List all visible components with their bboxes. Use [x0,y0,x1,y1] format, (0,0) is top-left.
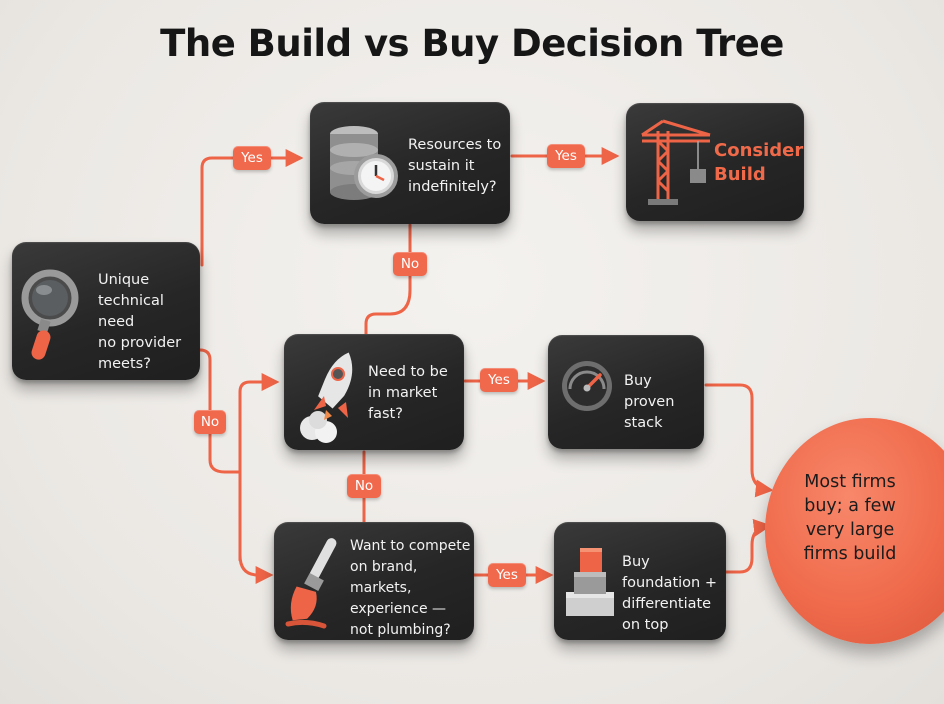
node-resources-text: Resources to sustain it indefinitely? [408,137,502,195]
page-title: The Build vs Buy Decision Tree [160,22,784,65]
node-consider-build-text: Consider Build [714,140,804,185]
node-compete-brand-text: Want to compete on brand, markets, exper… [350,538,471,638]
node-unique-need: Unique technical need no provider meets? [12,242,200,380]
edge-branch-to-compete [238,553,274,584]
node-market-fast: Need to be in market fast? [284,334,464,450]
edge-label-market-no: No [347,474,381,498]
edge-resources-to-market [364,223,412,338]
edge-unique-to-resources [200,149,304,267]
outcome-text: Most firms buy; a few very large firms b… [803,472,897,564]
node-buy-proven: Buy proven stack [548,335,704,449]
edge-label-resources-no: No [393,252,427,276]
stacked-blocks-icon [562,544,618,624]
rocket-icon [290,344,364,444]
edge-proven-to-outcome [704,383,774,498]
construction-crane-icon [638,117,714,209]
paintbrush-icon [280,532,352,632]
node-buy-foundation: Buy foundation + differentiate on top [554,522,726,640]
node-unique-need-text: Unique technical need no provider meets? [98,272,182,372]
edge-label-resources-yes: Yes [547,144,585,168]
speedometer-icon [560,359,614,413]
edge-label-unique-yes: Yes [233,146,271,170]
edge-label-unique-no: No [194,410,226,434]
edge-branch-to-market [238,373,280,562]
edge-label-compete-yes: Yes [488,563,526,587]
node-compete-brand: Want to compete on brand, markets, exper… [274,522,474,640]
database-clock-icon [324,120,404,208]
magnifying-glass-icon [20,258,82,366]
edge-unique-no [198,348,242,474]
outcome-bubble [765,418,944,644]
node-consider-build: Consider Build [626,103,804,221]
node-buy-foundation-text: Buy foundation + differentiate on top [622,554,717,633]
node-buy-proven-text: Buy proven stack [624,373,675,431]
node-resources: Resources to sustain it indefinitely? [310,102,510,224]
edge-label-market-yes: Yes [480,368,518,392]
node-market-fast-text: Need to be in market fast? [368,364,448,422]
edge-foundation-to-outcome [723,518,772,574]
